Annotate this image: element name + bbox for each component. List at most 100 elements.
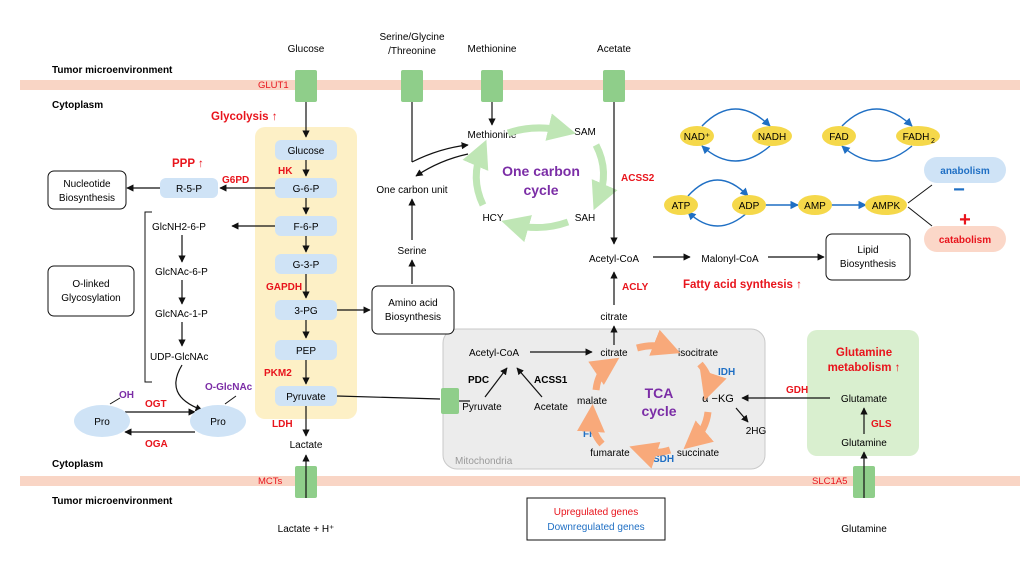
catabolism-pill xyxy=(924,226,1006,252)
input-glucose: Glucose xyxy=(288,44,325,55)
oval-atp xyxy=(664,195,698,215)
enzyme-sdh: SDH xyxy=(653,454,674,465)
anabolism-label: anabolism xyxy=(940,166,990,177)
oval-nad xyxy=(680,126,714,146)
label-g3p: G-3-P xyxy=(293,260,320,271)
label-3pg: 3-PG xyxy=(294,306,318,317)
plus-sign: + xyxy=(959,209,971,231)
glut1-label: GLUT1 xyxy=(258,80,289,91)
tca-acetylcoa: Acetyl-CoA xyxy=(469,348,519,359)
mpc-transporter xyxy=(441,388,459,414)
label-pep: PEP xyxy=(296,346,316,357)
nucleotide-line1: Nucleotide xyxy=(63,179,111,190)
oc-unit: One carbon unit xyxy=(376,185,447,196)
tca-acetate: Acetate xyxy=(534,402,568,413)
node-f6p xyxy=(275,216,337,236)
legend-up: Upregulated genes xyxy=(554,507,639,518)
lipid-box xyxy=(825,233,911,281)
node-r5p xyxy=(160,178,218,198)
enzyme-pdc: PDC xyxy=(468,375,489,386)
legend-down: Downregulated genes xyxy=(547,522,644,533)
downregulated-enzymes: IDH FH SDH xyxy=(583,367,735,465)
node-pyruvate xyxy=(275,386,337,406)
enzyme-g6pd: G6PD xyxy=(222,175,249,186)
lipid-line2: Biosynthesis xyxy=(840,259,896,270)
label-atp: ATP xyxy=(672,201,691,212)
fa-citrate: citrate xyxy=(600,312,628,323)
energy-ovals xyxy=(664,126,940,215)
enzyme-hk: HK xyxy=(278,166,293,177)
olinked-line1: O-linked xyxy=(72,279,109,290)
glycolysis-title: Glycolysis ↑ xyxy=(211,111,277,123)
aa-line1: Amino acid xyxy=(388,298,437,309)
hbp-udp: UDP-GlcNAc xyxy=(150,352,208,363)
node-g6p xyxy=(275,178,337,198)
membrane-bottom xyxy=(20,476,1020,486)
label-f6p: F-6-P xyxy=(294,222,319,233)
fas-title: Fatty acid synthesis ↑ xyxy=(683,279,802,291)
pro-left xyxy=(74,405,130,437)
upregulated-enzymes: HK G6PD GAPDH PKM2 LDH OGT OGA ACSS2 ACL… xyxy=(145,166,892,450)
energy-arrows xyxy=(687,108,913,227)
node-pep xyxy=(275,340,337,360)
nucleotide-box xyxy=(47,170,127,210)
tca-akg: α −KG xyxy=(702,393,734,405)
methionine-transporter xyxy=(481,70,503,102)
label-ampk: AMPK xyxy=(872,201,901,212)
minus-sign: − xyxy=(953,179,965,201)
hbp-glcnh2: GlcNH2-6-P xyxy=(152,222,206,233)
fa-malonyl: Malonyl-CoA xyxy=(701,254,759,265)
energy-labels: NAD⁺ NADH FAD FADH ATP ADP AMP AMPK xyxy=(672,132,930,212)
label-lactate: Lactate xyxy=(290,440,323,451)
enzyme-ldh: LDH xyxy=(272,419,293,430)
label-fadh2: FADH xyxy=(903,132,930,143)
olinked-box xyxy=(47,265,135,317)
label-pyruvate: Pyruvate xyxy=(286,392,326,403)
gln-title-1: Glutamine xyxy=(836,347,892,359)
oval-fad xyxy=(822,126,856,146)
mitochondria-label: Mitochondria xyxy=(455,456,513,467)
label-g6p: G-6-P xyxy=(293,184,320,195)
input-acetate: Acetate xyxy=(597,44,631,55)
tca-succinate: succinate xyxy=(677,448,720,459)
region-cytoplasm-bottom: Cytoplasm xyxy=(52,459,103,470)
fatty-arrows xyxy=(610,102,825,345)
acetate-transporter xyxy=(603,70,625,102)
enzyme-idh: IDH xyxy=(718,367,735,378)
glycolysis-nodes xyxy=(160,140,337,406)
input-serine: Serine/Glycine xyxy=(379,32,444,43)
legend-box xyxy=(526,497,666,541)
aa-transporter xyxy=(401,70,423,102)
hbp-arrows xyxy=(124,235,203,436)
oval-ampk xyxy=(865,195,907,215)
oglcnac-label: O-GlcNAc xyxy=(205,382,253,393)
fadh2-subscript: 2 xyxy=(931,138,935,145)
label-nad: NAD⁺ xyxy=(684,132,710,143)
label-amp: AMP xyxy=(804,201,826,212)
tca-malate: malate xyxy=(577,396,607,407)
enzyme-acss1: ACSS1 xyxy=(534,375,568,386)
hbp-glcnac6: GlcNAc-6-P xyxy=(155,267,208,278)
olinked-line2: Glycosylation xyxy=(61,293,120,304)
enzyme-gls: GLS xyxy=(871,419,892,430)
label-r5p: R-5-P xyxy=(176,184,202,195)
tca-citrate: citrate xyxy=(600,348,628,359)
region-cytoplasm-top: Cytoplasm xyxy=(52,100,103,111)
glycolysis-arrows xyxy=(126,102,441,498)
tca-arrows xyxy=(459,348,830,423)
pro-left-label: Pro xyxy=(94,417,110,428)
region-tme-top: Tumor microenvironment xyxy=(52,65,173,76)
enzyme-ogt: OGT xyxy=(145,399,167,410)
oval-amp xyxy=(798,195,832,215)
enzyme-pkm2: PKM2 xyxy=(264,368,292,379)
mcts-label: MCTs xyxy=(258,476,283,487)
label-nadh: NADH xyxy=(758,132,786,143)
hbp-bracket xyxy=(144,211,152,383)
glutamine-panel xyxy=(807,330,919,456)
oglcnac-bond xyxy=(224,395,237,405)
region-tme-bottom: Tumor microenvironment xyxy=(52,496,173,507)
label-glucose: Glucose xyxy=(288,146,325,157)
onecarbon-title-1: One carbon xyxy=(502,163,580,179)
input-methionine: Methionine xyxy=(468,44,517,55)
